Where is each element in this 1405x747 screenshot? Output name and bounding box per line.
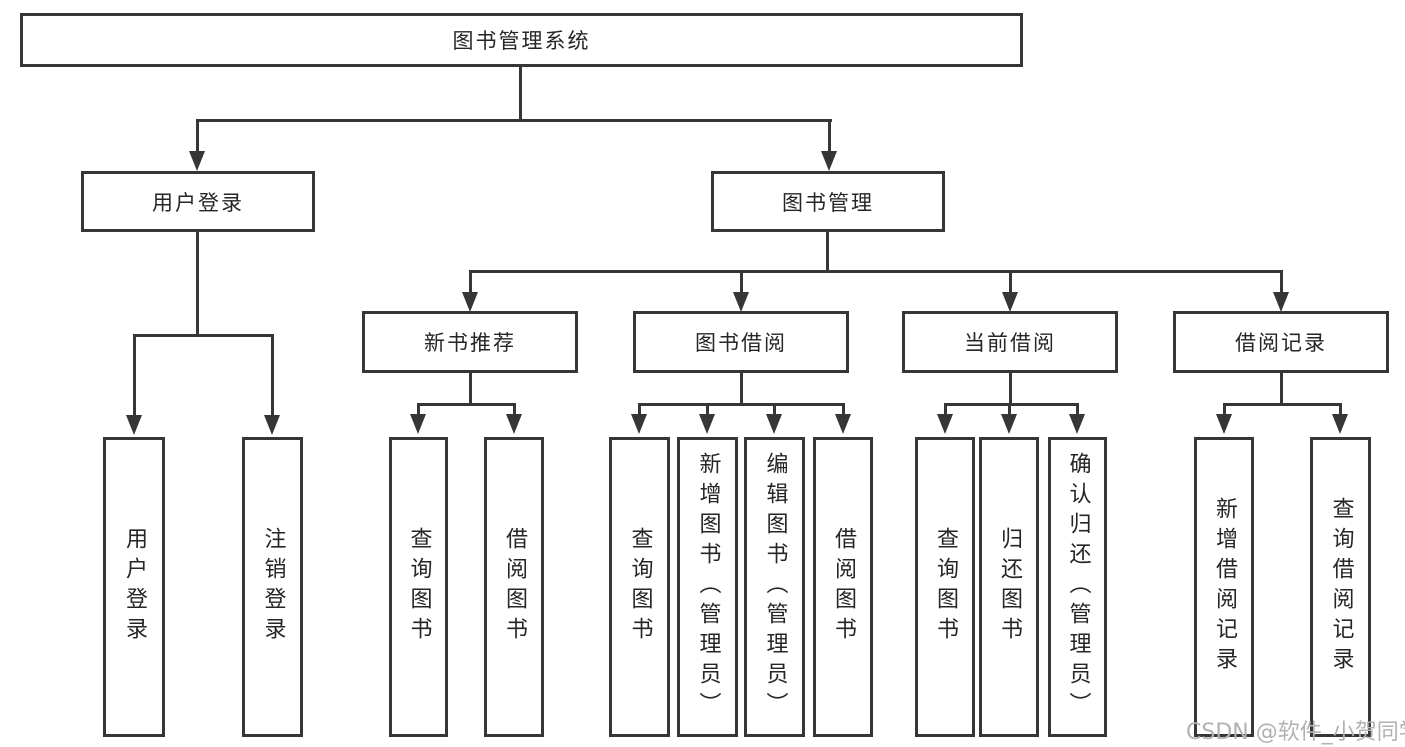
leaf-query-borrow-record-label: 查询借阅记录: [1328, 497, 1354, 677]
connector-vline: [417, 403, 420, 416]
connector-hline: [417, 403, 516, 406]
connector-vline: [773, 403, 776, 416]
csdn-watermark: CSDN @软件_小贺同学: [1186, 720, 1405, 745]
arrow-down: [1273, 292, 1289, 312]
arrow-down: [1001, 414, 1017, 434]
arrow-down: [189, 151, 205, 171]
leaf-newbook-borrow-books: 借阅图书: [484, 437, 544, 737]
leaf-newbook-borrow-books-label: 借阅图书: [502, 527, 527, 647]
connector-vline: [196, 231, 199, 336]
arrow-down: [462, 292, 478, 312]
connector-vline: [740, 270, 743, 294]
leaf-borrow-query-books: 查询图书: [609, 437, 670, 737]
connector-vline: [196, 119, 199, 153]
arrow-down: [1002, 292, 1018, 312]
connector-vline: [740, 372, 743, 405]
leaf-add-books-admin-label: 新增图书（管理员）: [695, 452, 721, 722]
arrow-down: [631, 414, 647, 434]
node-user-login: 用户登录: [81, 171, 315, 232]
connector-vline: [842, 403, 845, 416]
connector-vline: [469, 270, 472, 294]
leaf-current-query-books: 查询图书: [915, 437, 975, 737]
connector-hline: [1223, 403, 1342, 406]
connector-vline: [1223, 403, 1226, 416]
node-book-borrow: 图书借阅: [633, 311, 849, 373]
connector-vline: [826, 231, 829, 272]
connector-vline: [1008, 403, 1011, 416]
arrow-down: [699, 414, 715, 434]
leaf-edit-books-admin-label: 编辑图书（管理员）: [762, 452, 788, 722]
node-new-book-recommend-label: 新书推荐: [424, 331, 516, 355]
node-book-borrow-label: 图书借阅: [695, 331, 787, 355]
node-root-label: 图书管理系统: [452, 29, 591, 53]
leaf-borrow-books: 借阅图书: [813, 437, 873, 737]
node-user-login-label: 用户登录: [152, 190, 244, 215]
arrow-down: [410, 414, 426, 434]
connector-hline: [638, 403, 845, 406]
connector-vline: [513, 403, 516, 416]
arrow-down: [821, 151, 837, 171]
connector-vline: [638, 403, 641, 416]
arrow-down: [1069, 414, 1085, 434]
connector-vline: [828, 119, 831, 153]
leaf-confirm-return-admin-label: 确认归还（管理员）: [1065, 452, 1091, 722]
connector-vline: [1280, 270, 1283, 294]
connector-vline: [1009, 372, 1012, 405]
node-root: 图书管理系统: [20, 13, 1023, 67]
leaf-user-login: 用户登录: [103, 437, 165, 737]
leaf-query-borrow-record: 查询借阅记录: [1310, 437, 1371, 737]
node-current-borrow-label: 当前借阅: [964, 331, 1056, 355]
connector-vline: [944, 403, 947, 416]
leaf-add-borrow-record: 新增借阅记录: [1194, 437, 1254, 737]
leaf-logout: 注销登录: [242, 437, 303, 737]
leaf-return-books: 归还图书: [979, 437, 1039, 737]
arrow-down: [937, 414, 953, 434]
connector-vline: [133, 334, 136, 416]
connector-hline: [469, 270, 1283, 273]
arrow-down: [766, 414, 782, 434]
leaf-edit-books-admin: 编辑图书（管理员）: [744, 437, 805, 737]
node-book-management-label: 图书管理: [782, 190, 874, 215]
connector-vline: [469, 372, 472, 405]
connector-hline: [196, 119, 832, 122]
node-borrow-records-label: 借阅记录: [1235, 331, 1327, 355]
connector-vline: [706, 403, 709, 416]
arrow-down: [1332, 414, 1348, 434]
connector-vline: [271, 334, 274, 416]
arrow-down: [264, 415, 280, 435]
leaf-confirm-return-admin: 确认归还（管理员）: [1048, 437, 1107, 737]
leaf-borrow-books-label: 借阅图书: [831, 527, 856, 647]
leaf-add-books-admin: 新增图书（管理员）: [677, 437, 738, 737]
arrow-down: [835, 414, 851, 434]
connector-hline: [944, 403, 1079, 406]
connector-vline: [1339, 403, 1342, 416]
connector-hline: [133, 334, 274, 337]
node-borrow-records: 借阅记录: [1173, 311, 1389, 373]
arrow-down: [733, 292, 749, 312]
arrow-down: [126, 415, 142, 435]
leaf-borrow-query-books-label: 查询图书: [627, 527, 653, 647]
connector-vline: [1009, 270, 1012, 294]
leaf-return-books-label: 归还图书: [997, 527, 1022, 647]
node-new-book-recommend: 新书推荐: [362, 311, 578, 373]
connector-vline: [1076, 403, 1079, 416]
node-book-management: 图书管理: [711, 171, 945, 232]
leaf-newbook-query-books-label: 查询图书: [406, 527, 432, 647]
arrow-down: [506, 414, 522, 434]
connector-vline: [519, 65, 522, 121]
leaf-logout-label: 注销登录: [260, 527, 286, 647]
connector-vline: [1280, 372, 1283, 405]
leaf-add-borrow-record-label: 新增借阅记录: [1212, 497, 1237, 677]
leaf-current-query-books-label: 查询图书: [933, 527, 958, 647]
leaf-newbook-query-books: 查询图书: [389, 437, 448, 737]
leaf-user-login-label: 用户登录: [122, 527, 147, 647]
node-current-borrow: 当前借阅: [902, 311, 1118, 373]
arrow-down: [1216, 414, 1232, 434]
